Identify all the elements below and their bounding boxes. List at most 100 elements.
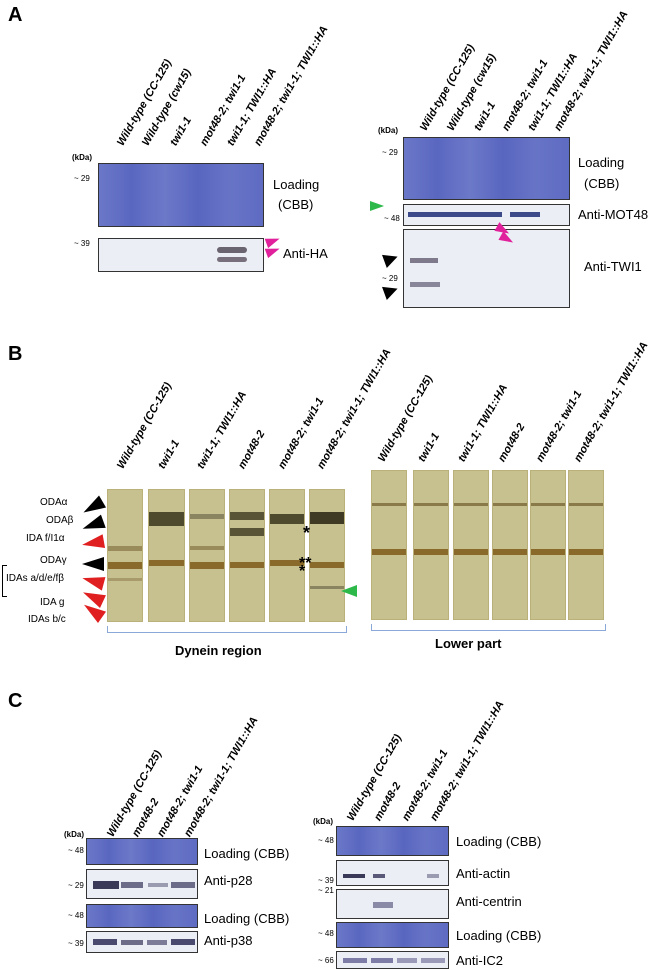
- black-arrow-icon: [382, 250, 400, 268]
- a-right-cbb-blot: [403, 137, 570, 200]
- mw-marker: ~ 48: [68, 846, 84, 855]
- gel-lane: [269, 489, 305, 622]
- band: [421, 958, 445, 963]
- gel-lane: [229, 489, 265, 622]
- band: [121, 940, 143, 945]
- band: [217, 257, 247, 262]
- cbb-label: (CBB): [278, 197, 314, 212]
- lane-label: mot48-2: [236, 428, 268, 471]
- dynein-label: IDAs b/c: [28, 614, 66, 625]
- kda-label: (kDa): [64, 830, 85, 839]
- loading-cbb-label: Loading (CBB): [456, 834, 542, 849]
- panel-b-label: B: [8, 343, 23, 365]
- gel-lane: [189, 489, 225, 622]
- antibody-label: Anti-MOT48: [578, 207, 649, 222]
- region-brace: [371, 624, 606, 631]
- dynein-label: IDA f/I1α: [26, 533, 65, 544]
- band: [373, 874, 385, 878]
- gel-lane: [413, 470, 449, 620]
- c-right-actin-blot: [336, 860, 449, 886]
- gel-lane: [492, 470, 528, 620]
- dynein-label: ODAβ: [46, 515, 74, 526]
- loading-cbb-label: Loading (CBB): [204, 911, 290, 926]
- band: [171, 939, 195, 945]
- c-left-cbb-blot: [86, 838, 198, 865]
- antibody-label: Anti-HA: [283, 246, 328, 261]
- mw-marker: ~ 48: [318, 836, 334, 845]
- band: [427, 874, 439, 878]
- band: [343, 874, 365, 878]
- gel-lane: [530, 470, 566, 620]
- a-right-twi1-blot: [403, 229, 570, 308]
- band: [410, 258, 438, 263]
- c-right-cbb-blot-2: [336, 922, 449, 948]
- gel-lane: [371, 470, 407, 620]
- panel-c-label: C: [8, 690, 23, 712]
- triple-star-marker: ***: [299, 555, 312, 580]
- band: [373, 902, 393, 908]
- lane-label: twi1-1: [472, 99, 498, 133]
- band: [93, 881, 119, 889]
- band: [510, 212, 540, 217]
- c-right-cbb-blot: [336, 826, 449, 856]
- kda-label: (kDa): [313, 817, 334, 826]
- antibody-label: Anti-centrin: [456, 894, 522, 909]
- lane-label: twi1-1: [156, 437, 182, 471]
- mw-marker: ~ 29: [68, 881, 84, 890]
- gel-lane: [568, 470, 604, 620]
- band: [397, 958, 417, 963]
- mw-marker: ~ 48: [318, 929, 334, 938]
- antibody-label: Anti-p28: [204, 873, 253, 888]
- black-arrow-icon: [80, 514, 106, 536]
- antibody-label: Anti-p38: [204, 933, 253, 948]
- band: [371, 958, 393, 963]
- kda-label: (kDa): [72, 153, 93, 162]
- band: [343, 958, 367, 963]
- dynein-label: ODAγ: [40, 555, 67, 566]
- mw-marker: ~ 39: [74, 239, 90, 248]
- kda-label: (kDa): [378, 126, 399, 135]
- panel-a-label: A: [8, 4, 23, 26]
- black-arrow-icon: [382, 282, 400, 300]
- dynein-label: IDAs a/d/e/fβ: [6, 573, 64, 584]
- region-label: Lower part: [435, 636, 502, 651]
- mw-marker: ~ 48: [68, 911, 84, 920]
- band: [217, 247, 247, 253]
- mw-marker: ~ 48: [384, 214, 400, 223]
- band: [148, 883, 168, 887]
- a-left-ha-blot: [98, 238, 264, 272]
- c-left-cbb-blot-2: [86, 904, 198, 928]
- mw-marker: ~ 66: [318, 956, 334, 965]
- mw-marker: ~ 39: [68, 939, 84, 948]
- dynein-label: ODAα: [40, 497, 68, 508]
- region-label: Dynein region: [175, 643, 262, 658]
- band: [147, 940, 167, 945]
- red-arrow-icon: [80, 534, 106, 552]
- band: [171, 882, 195, 888]
- c-left-p28-blot: [86, 869, 198, 899]
- mw-marker: ~ 39: [318, 876, 334, 885]
- mw-marker: ~ 29: [74, 174, 90, 183]
- lane-label: mot48-2; twi1-1; TWI1::HA: [572, 339, 651, 464]
- loading-cbb-label: Loading (CBB): [204, 846, 290, 861]
- lane-label: mot48-2: [496, 421, 528, 464]
- a-left-cbb-blot: [98, 163, 264, 227]
- lane-label: twi1-1: [416, 430, 442, 464]
- antibody-label: Anti-IC2: [456, 953, 503, 968]
- c-right-ic2-blot: [336, 951, 449, 969]
- region-brace: [107, 626, 347, 633]
- c-right-centrin-blot: [336, 889, 449, 919]
- bracket: [2, 565, 7, 597]
- loading-label: Loading: [578, 155, 625, 170]
- a-right-mot48-blot: [403, 204, 570, 226]
- mw-marker: ~ 21: [318, 886, 334, 895]
- band: [410, 282, 440, 287]
- mw-marker: ~ 29: [382, 148, 398, 157]
- green-arrow-icon: [370, 201, 384, 211]
- gel-lane: [107, 489, 143, 622]
- lane-label: Wild-type (CC-125): [345, 732, 405, 823]
- lane-label: twi1-1: [168, 114, 194, 148]
- c-left-p38-blot: [86, 931, 198, 953]
- black-arrow-icon: [79, 495, 107, 519]
- mw-marker: ~ 29: [382, 274, 398, 283]
